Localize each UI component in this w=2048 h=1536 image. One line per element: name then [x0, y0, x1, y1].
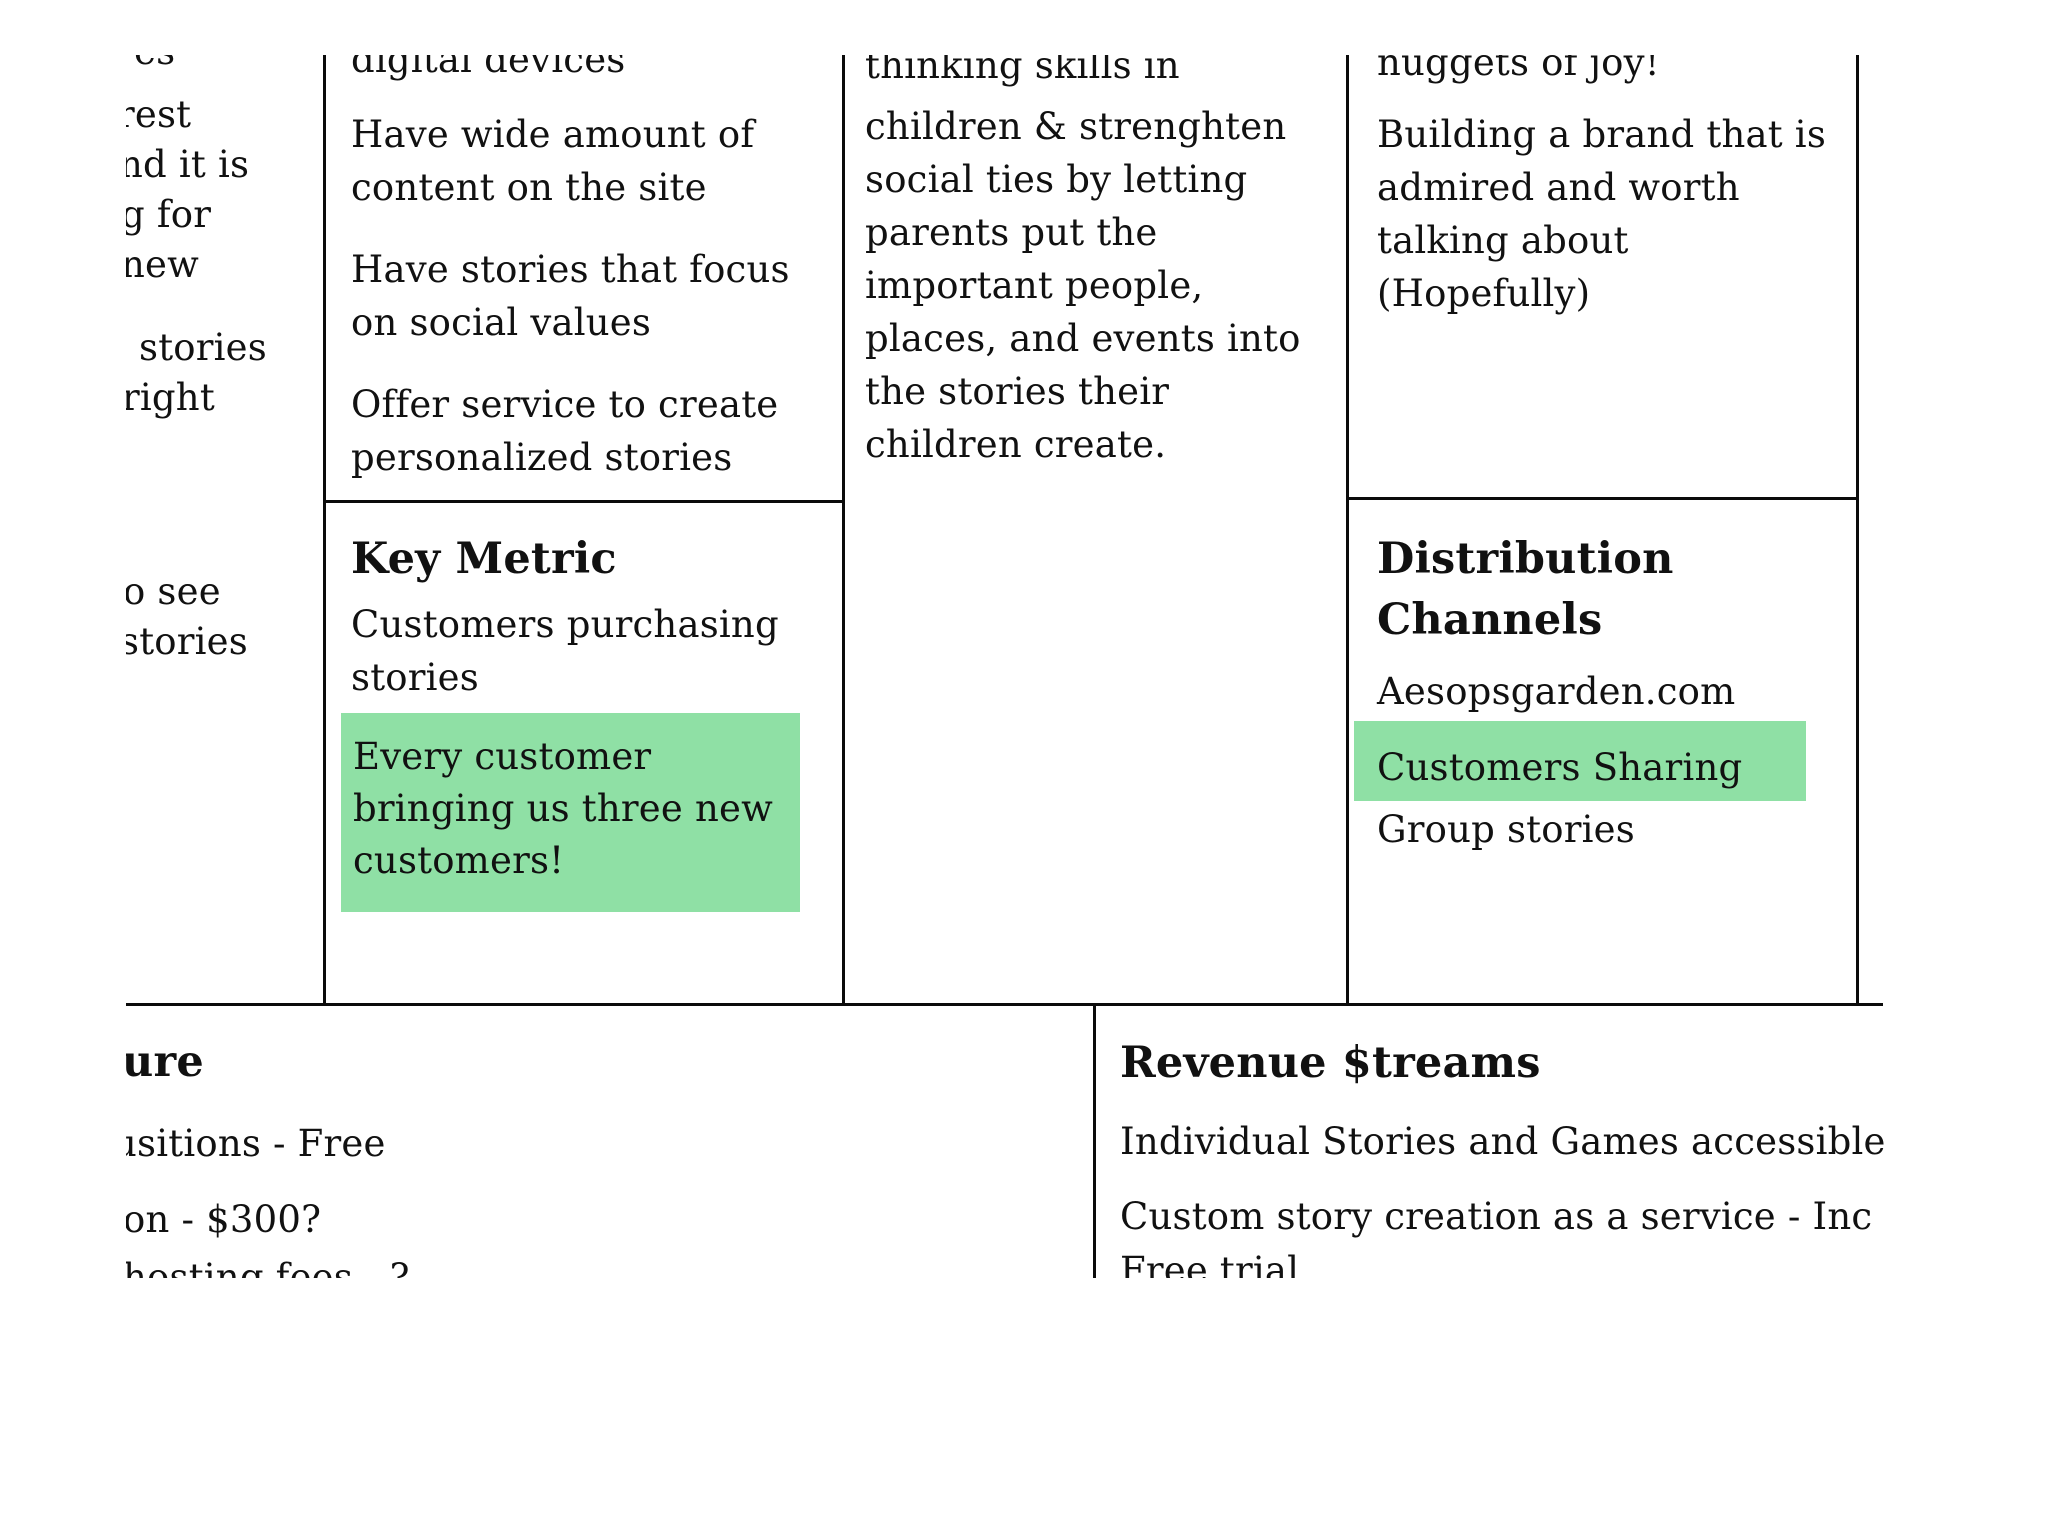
- solution-item: Have wide amount of content on the site: [351, 113, 755, 209]
- key-metric-highlight-box: [341, 713, 800, 912]
- key-metric-highlight-text: Every customer bringing us three new cus…: [353, 735, 773, 882]
- left-column-fragment: stories: [139, 326, 267, 369]
- grid-vline-col1-col2: [323, 55, 326, 1005]
- cost-structure-item: hosting fees - ?: [126, 1256, 410, 1278]
- cost-structure-item: on - $300?: [126, 1198, 322, 1241]
- distribution-highlight-box: [1354, 721, 1806, 801]
- lean-canvas-viewport: es rest nd it is g for new stories right…: [126, 55, 1888, 1278]
- advantage-body: Building a brand that is admired and wor…: [1377, 113, 1827, 315]
- left-column-fragment: o see: [126, 570, 221, 613]
- revenue-streams-item: Free trial: [1120, 1249, 1300, 1278]
- value-column-fragment-top: thinking skills in: [865, 55, 1180, 87]
- left-column-fragment-top: es: [134, 55, 175, 78]
- revenue-streams-item: Custom story creation as a service - Inc: [1120, 1195, 1873, 1238]
- solution-fragment-top: digital devices: [351, 55, 626, 81]
- left-column-fragment: nd it is: [126, 143, 250, 186]
- revenue-streams-title: Revenue $treams: [1120, 1038, 1541, 1088]
- distribution-item: Group stories: [1377, 808, 1635, 851]
- grid-vline-right-border: [1856, 55, 1859, 1005]
- grid-hline-keymetric-top: [323, 500, 845, 503]
- grid-vline-cost-revenue: [1093, 1006, 1096, 1278]
- distribution-title: Distribution Channels: [1377, 534, 1674, 645]
- value-column-body: children & strenghten social ties by let…: [865, 105, 1301, 466]
- distribution-highlight-text: Customers Sharing: [1377, 746, 1743, 789]
- grid-vline-col2-col3: [842, 55, 845, 1005]
- grid-vline-col3-col4: [1346, 55, 1349, 1005]
- left-column-fragment: g for: [126, 193, 212, 236]
- revenue-streams-item: Individual Stories and Games accessible: [1120, 1120, 1886, 1163]
- grid-hline-bottom-row: [126, 1003, 1883, 1006]
- cost-structure-title-fragment: ure: [126, 1037, 204, 1087]
- distribution-item: Aesopsgarden.com: [1377, 670, 1736, 713]
- key-metric-item: Customers purchasing stories: [351, 603, 779, 699]
- solution-item: Have stories that focus on social values: [351, 248, 790, 344]
- advantage-fragment-top: nuggets of joy!: [1377, 55, 1660, 84]
- solution-item: Offer service to create personalized sto…: [351, 383, 779, 479]
- left-column-fragment: new: [126, 243, 199, 286]
- cost-structure-item: usitions - Free: [126, 1122, 386, 1165]
- left-column-fragment: stories: [126, 620, 248, 663]
- key-metric-title: Key Metric: [351, 534, 617, 584]
- grid-hline-distribution-top: [1346, 497, 1859, 500]
- left-column-fragment: rest: [126, 93, 192, 136]
- left-column-fragment: right: [126, 376, 215, 419]
